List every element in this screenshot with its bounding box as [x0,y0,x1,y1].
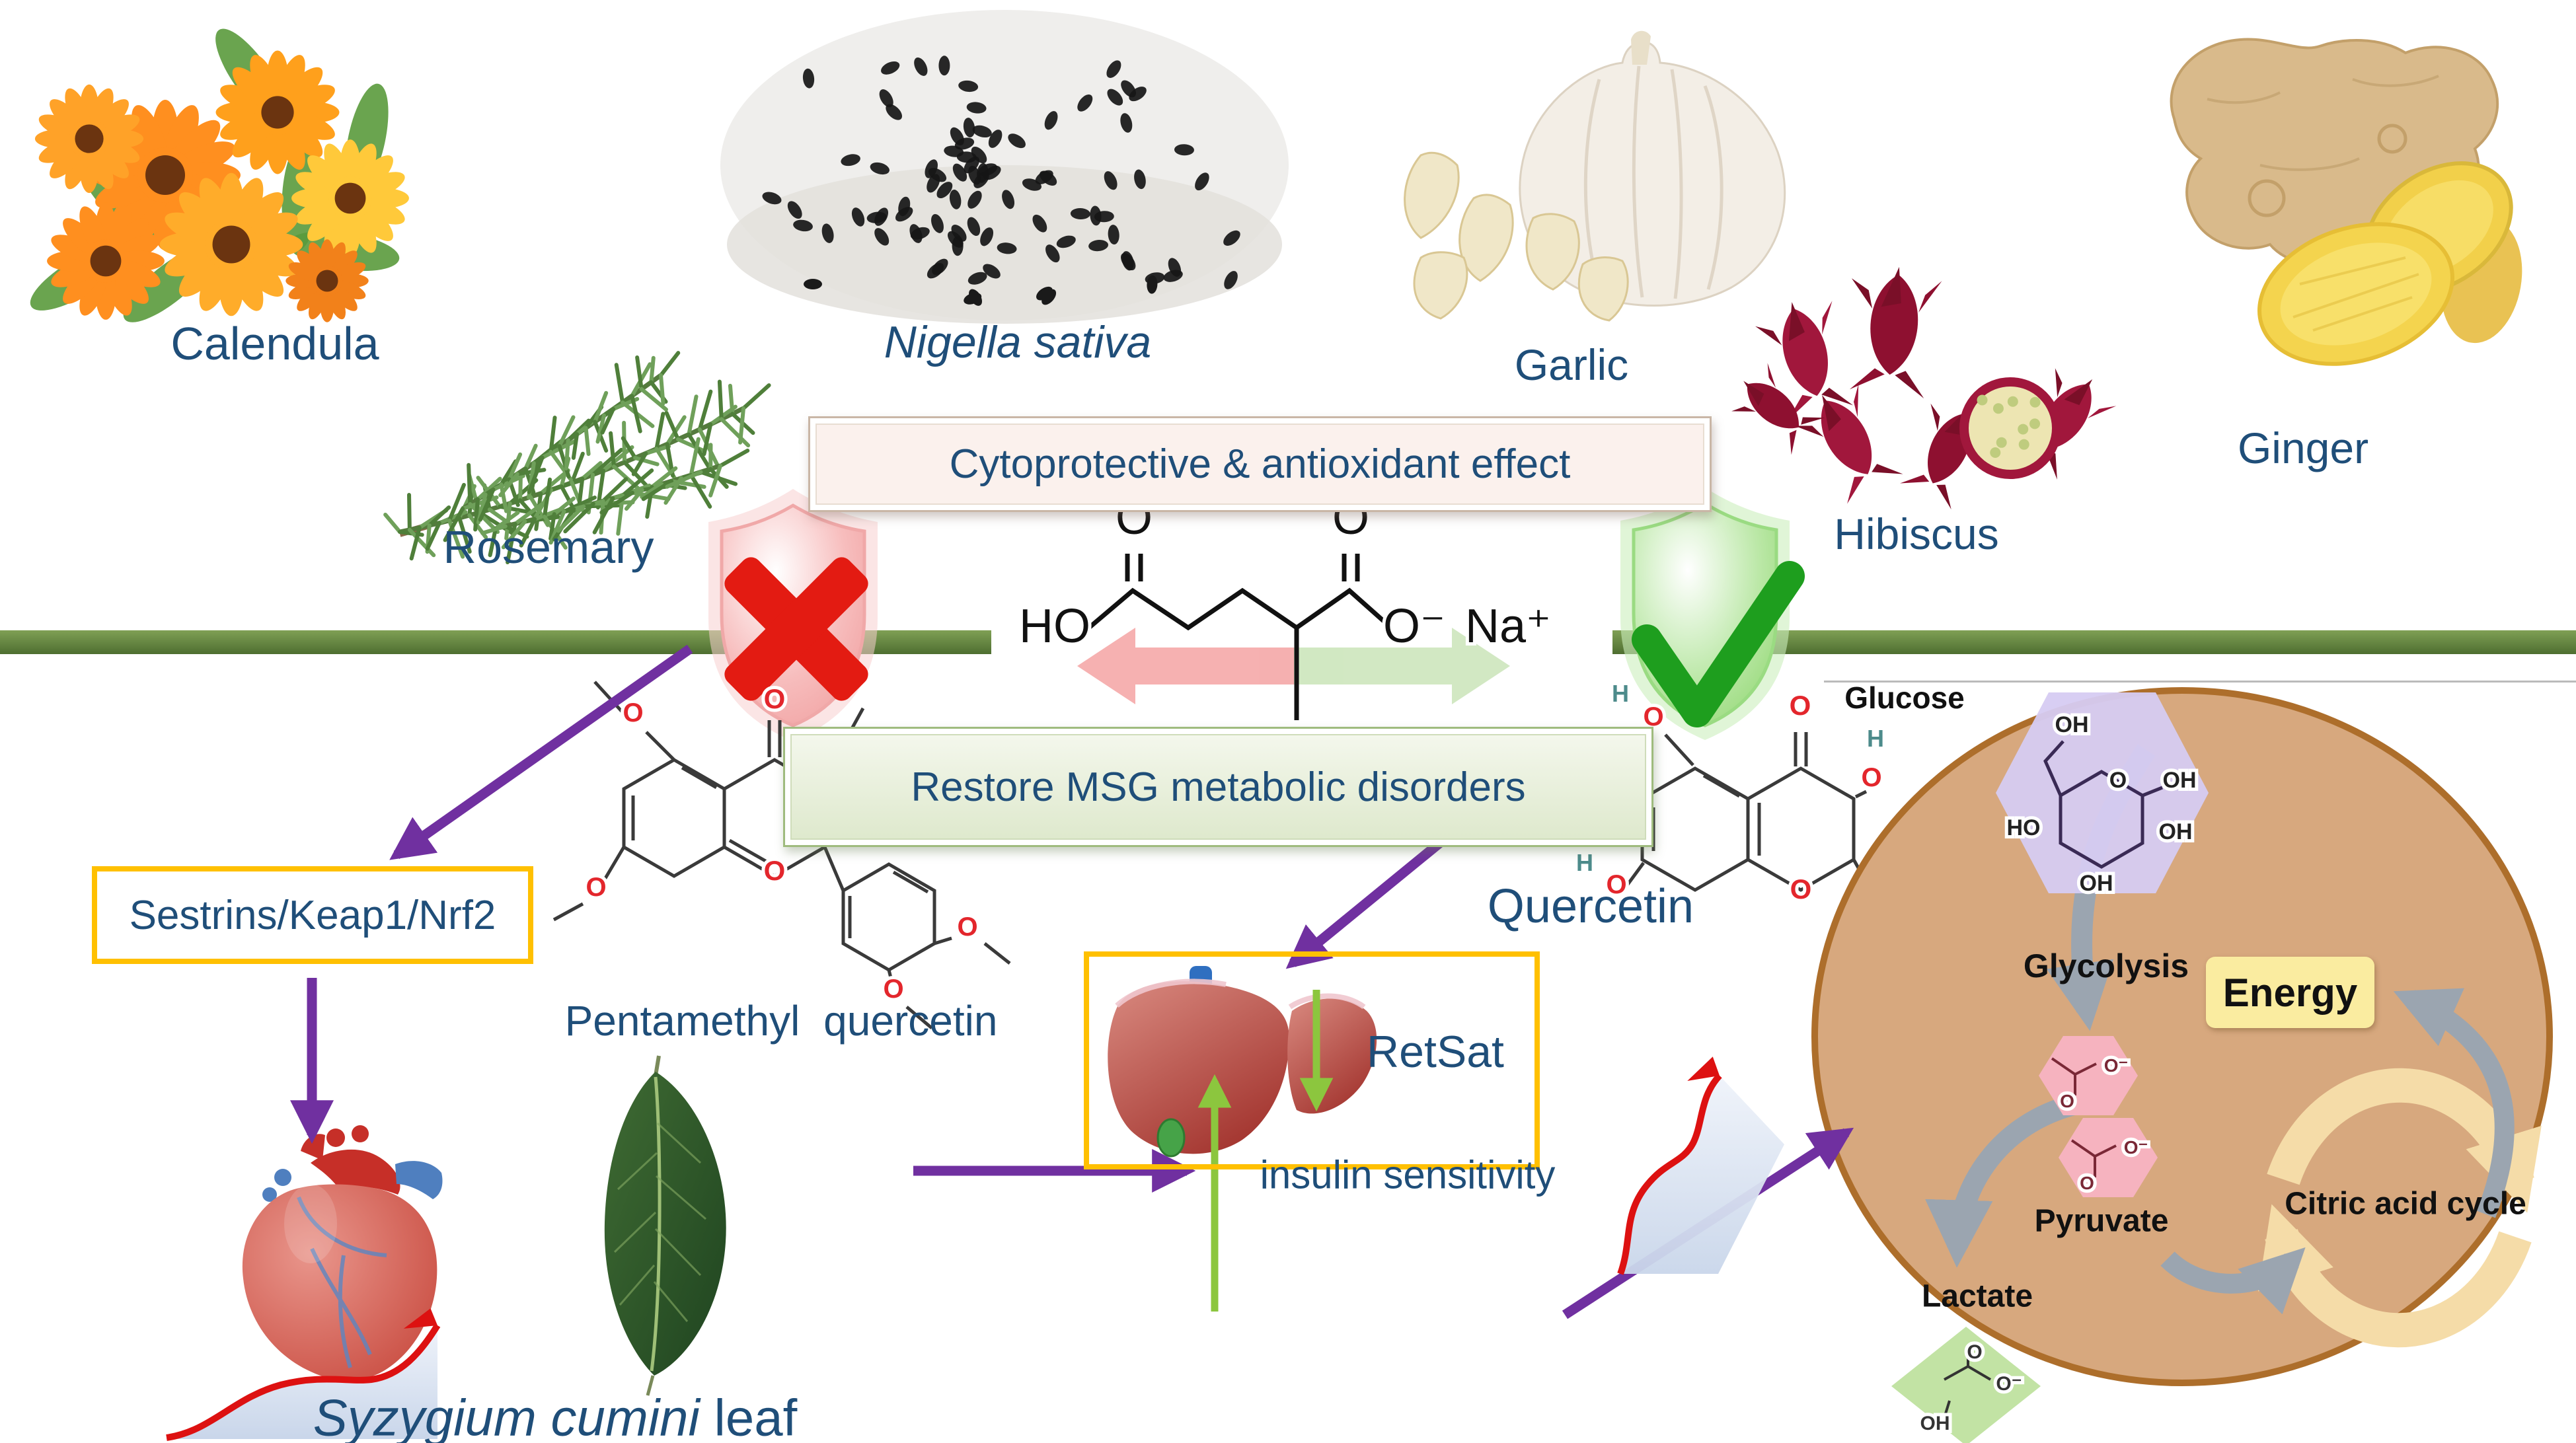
svg-text:O⁻: O⁻ [1383,600,1445,653]
citric-to-energy-arrow [2393,988,2515,1218]
calendula-label: Calendula [170,318,379,369]
citric-acid-cycle-label: Citric acid cycle [2285,1186,2526,1222]
svg-text:HO: HO [2007,815,2041,840]
hibiscus-label: Hibiscus [1834,509,1999,558]
svg-text:O: O [764,855,786,886]
syzygium-leaf-image [604,1055,726,1396]
pyruvate-label: Pyruvate [2034,1203,2169,1239]
restore-banner: Restore MSG metabolic disorders [783,727,1653,847]
svg-text:H: H [1867,725,1884,752]
svg-text:O: O [2080,1173,2094,1193]
thin-gray-line [1824,681,2576,683]
svg-text:O⁻: O⁻ [2124,1137,2148,1158]
pyruvate-to-lactate-arrow [1925,1094,2077,1268]
svg-text:O: O [764,683,786,714]
nigella-seeds-image [720,10,1289,324]
svg-text:OH: OH [1920,1413,1950,1434]
pentamethyl-quercetin-structure [552,681,1011,1029]
retsat-label: RetSat [1367,1027,1504,1077]
insulin-rise-chart [1617,1056,1784,1275]
nigella-label: Nigella sativa [884,317,1152,367]
syzygium-label: Syzygium cumini leaf [313,1388,798,1443]
svg-text:O: O [957,912,977,942]
quercetin-label: Quercetin [1487,880,1694,933]
svg-text:OH: OH [2080,871,2113,896]
cytoprotective-banner: Cytoprotective & antioxidant effect [808,416,1712,512]
svg-text:O⁻: O⁻ [2104,1055,2129,1076]
svg-text:O⁻: O⁻ [1996,1373,2022,1395]
svg-text:O: O [623,698,643,727]
protect-shield [1620,488,1805,740]
harm-shield [708,489,878,741]
sestrins-box-text: Sestrins/Keap1/Nrf2 [129,892,496,938]
calendula-image [30,28,409,322]
pyruvate-hexagon-1 [2039,1036,2138,1115]
check-icon [1632,561,1805,727]
rosemary-label: Rosemary [443,521,654,573]
msg-structure [1087,554,1387,720]
energy-box: Energy [2206,957,2374,1028]
garlic-image [1404,30,1786,322]
glucose-label: Glucose [1844,681,1965,715]
svg-text:O: O [2060,1091,2074,1111]
svg-text:OH: OH [2055,712,2089,737]
lactate-label: Lactate [1921,1278,2033,1314]
pyruvate-to-citric-arrow [2160,1247,2306,1315]
svg-text:O: O [586,873,606,902]
glycolysis-label: Glycolysis [2023,947,2189,984]
insulin-sensitivity-label: insulin sensitivity [1260,1152,1556,1197]
svg-text:O: O [1643,702,1663,731]
svg-text:O: O [1606,870,1626,899]
heart-rise-chart [166,1308,441,1441]
syzygium-label-italic: Syzygium cumini [313,1388,700,1443]
svg-text:O: O [1967,1341,1982,1363]
svg-text:O: O [1790,690,1811,721]
svg-text:OH: OH [2163,768,2197,793]
cell [1811,687,2553,1386]
ginger-image [2170,38,2522,366]
garlic-label: Garlic [1514,340,1629,389]
svg-text:H: H [1576,849,1593,876]
x-icon [724,557,868,701]
svg-text:H: H [1612,680,1629,707]
svg-text:O: O [2109,768,2127,793]
svg-text:OH: OH [2159,819,2193,844]
svg-text:O: O [1790,873,1812,905]
syzygium-label-rest: leaf [699,1388,798,1443]
heart-image [242,1125,443,1381]
svg-text:Na⁺: Na⁺ [1465,600,1551,653]
msg-dual-arrow [1077,628,1510,704]
glucose-hexagon [1996,692,2209,893]
lactate-diamond [1891,1327,2041,1443]
pyruvate-hexagon-2 [2059,1118,2158,1197]
ginger-label: Ginger [2237,424,2369,472]
arrow-to-sestrins [389,644,693,860]
rosemary-image [383,351,771,565]
energy-box-text: Energy [2222,970,2358,1015]
restore-banner-text: Restore MSG metabolic disorders [911,764,1526,810]
pentamethyl-label: Pentamethyl quercetin [564,997,998,1045]
svg-text:O: O [1861,763,1881,792]
hibiscus-image [1731,266,2117,510]
svg-text:O: O [883,975,903,1004]
svg-text:HO: HO [1019,600,1090,653]
cytoprotective-banner-text: Cytoprotective & antioxidant effect [949,441,1571,487]
sestrins-box: Sestrins/Keap1/Nrf2 [92,866,533,964]
